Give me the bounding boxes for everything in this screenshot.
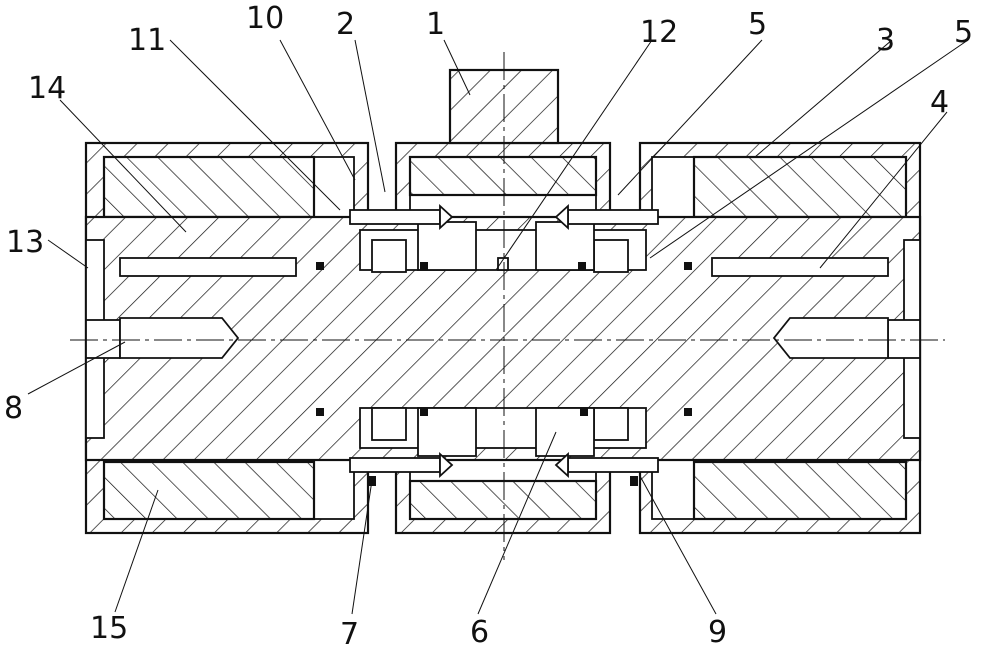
label-10: 10 xyxy=(246,1,284,36)
label-5-right: 5 xyxy=(954,15,973,50)
label-11: 11 xyxy=(128,23,166,58)
label-6: 6 xyxy=(470,615,489,650)
bearing-group-right-top xyxy=(535,203,692,273)
label-5-upper: 5 xyxy=(748,7,767,42)
label-14: 14 xyxy=(28,71,66,106)
part-labels: 1 2 10 11 12 5 3 5 4 14 13 8 15 7 6 9 xyxy=(4,1,973,652)
label-9: 9 xyxy=(708,615,727,650)
label-8: 8 xyxy=(4,391,23,426)
bearing-group-right-bottom xyxy=(535,407,692,486)
label-4: 4 xyxy=(930,85,949,120)
leader-lines xyxy=(27,39,969,615)
label-1: 1 xyxy=(426,7,445,42)
bearing-group-left-bottom xyxy=(316,407,477,486)
label-3: 3 xyxy=(876,23,895,58)
right-end-cap xyxy=(711,239,921,439)
label-7: 7 xyxy=(340,617,359,652)
left-end-cap xyxy=(85,239,297,439)
label-12: 12 xyxy=(640,15,678,50)
bearing-group-left-top xyxy=(316,203,477,273)
label-2: 2 xyxy=(336,7,355,42)
label-13: 13 xyxy=(6,225,44,260)
label-15: 15 xyxy=(90,611,128,646)
